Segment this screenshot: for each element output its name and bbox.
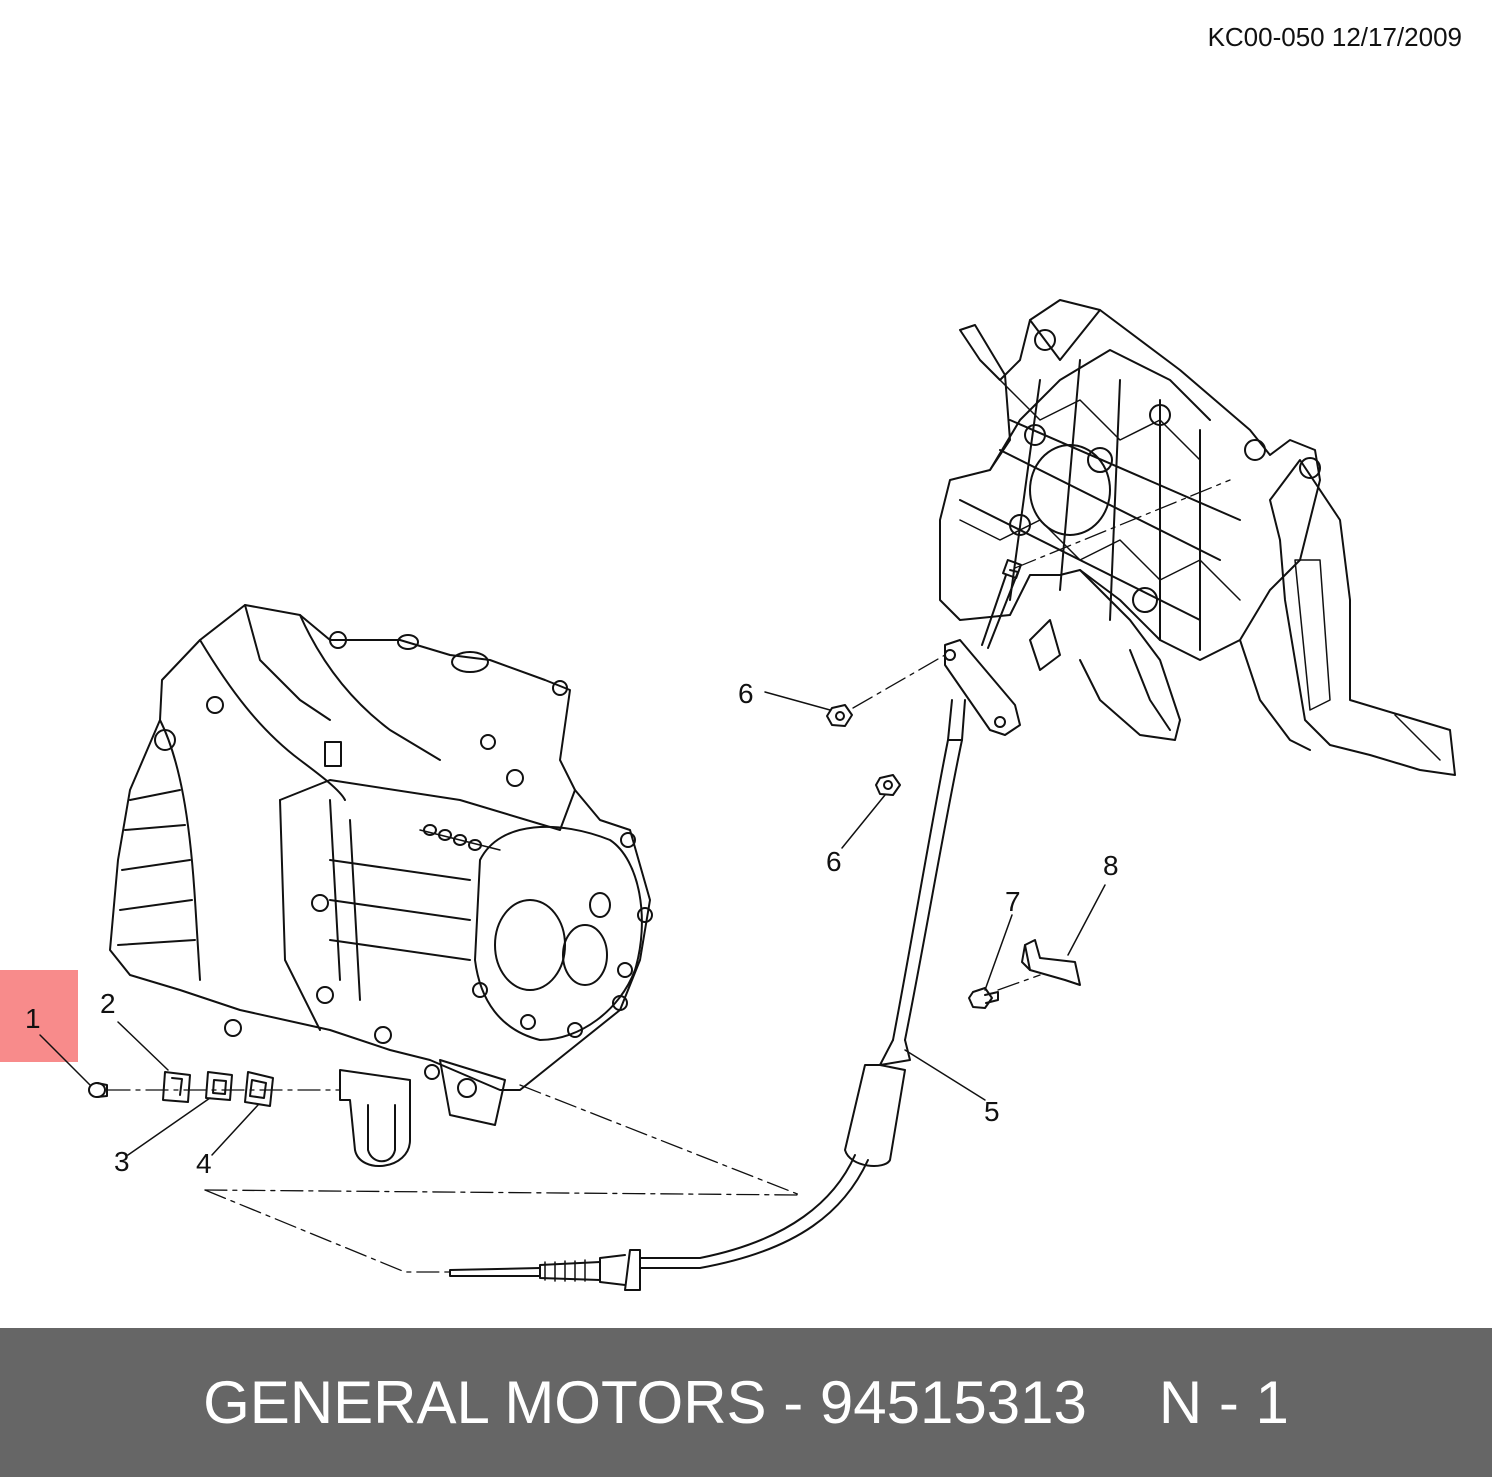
callout-1: 1 — [25, 1003, 41, 1034]
part-7-bolt — [968, 987, 999, 1009]
part-4-retainer — [244, 1071, 274, 1107]
clutch-cable — [449, 559, 1022, 1291]
part-3-bushing — [205, 1071, 233, 1101]
callout-1-highlight — [0, 970, 78, 1062]
callout-5: 5 — [984, 1096, 1000, 1127]
parts-diagram — [39, 299, 1456, 1291]
transmission-housing — [109, 604, 653, 1167]
callout-6-upper: 6 — [738, 678, 754, 709]
callout-4: 4 — [196, 1148, 212, 1179]
callout-2: 2 — [100, 988, 116, 1019]
callout-6-lower: 6 — [826, 846, 842, 877]
pedal-bracket — [939, 299, 1456, 776]
diagram-reference: N - 1 — [1158, 1369, 1289, 1436]
part-2-clip — [162, 1071, 191, 1103]
leader-lines — [39, 691, 1106, 1156]
callout-7: 7 — [1005, 886, 1021, 917]
part-6-nut-b — [875, 774, 901, 796]
document-code: KC00-050 12/17/2009 — [1207, 22, 1462, 52]
part-1-plug — [88, 1082, 108, 1098]
callout-8: 8 — [1103, 850, 1119, 881]
footer-bar: GENERAL MOTORS - 94515313 N - 1 — [0, 1328, 1492, 1477]
part-6-nut-a — [826, 704, 853, 727]
brand-part-number: GENERAL MOTORS - 94515313 — [203, 1369, 1087, 1436]
callout-3: 3 — [114, 1146, 130, 1177]
part-8-bracket — [1021, 939, 1081, 986]
assembly-lines — [107, 479, 1231, 1273]
